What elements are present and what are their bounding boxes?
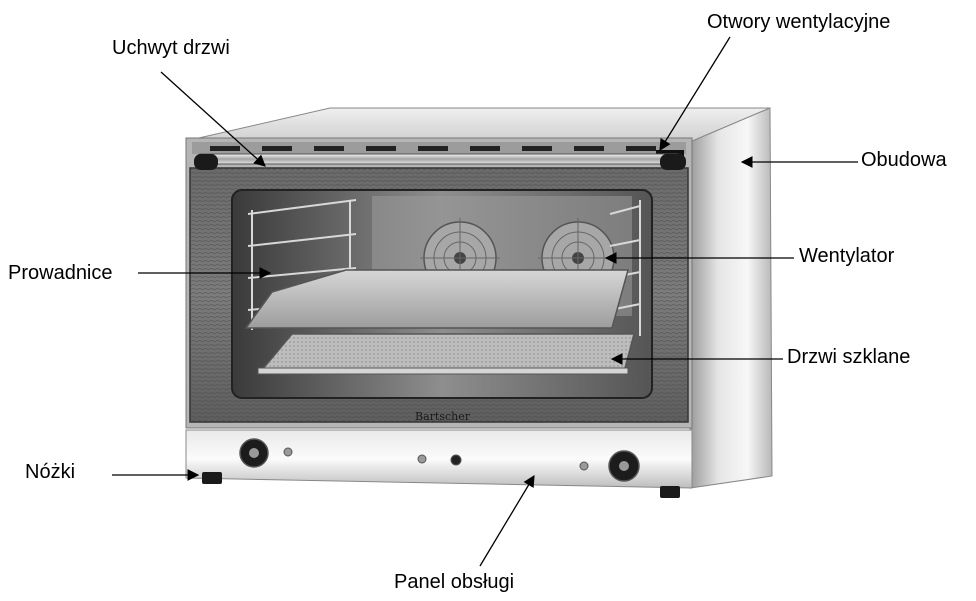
label-glass-door: Drzwi szklane (787, 346, 911, 368)
label-fan: Wentylator (799, 245, 895, 267)
control-panel (185, 429, 693, 489)
indicator-lamp (417, 454, 427, 464)
brand-logo: Bartscher (415, 410, 471, 423)
upper-tray (244, 269, 629, 329)
label-control-panel: Panel obsługi (394, 571, 515, 593)
door-handle (194, 153, 686, 170)
leader-panel (479, 474, 535, 567)
label-door-handle: Uchwyt drzwi (112, 37, 230, 59)
leader-handle (160, 71, 266, 167)
label-housing: Obudowa (861, 149, 947, 171)
label-guides: Prowadnice (8, 262, 113, 284)
lower-tray (257, 333, 635, 375)
brand-text: Bartscher (415, 410, 471, 423)
rack-guides (247, 199, 641, 336)
vent-strip (192, 142, 686, 156)
label-feet: Nóżki (25, 461, 76, 483)
oven-feet (202, 472, 680, 498)
power-switch (450, 454, 462, 466)
leader-lines (112, 36, 858, 567)
label-vents: Otwory wentylacyjne (707, 11, 891, 33)
leader-vents (659, 36, 731, 151)
